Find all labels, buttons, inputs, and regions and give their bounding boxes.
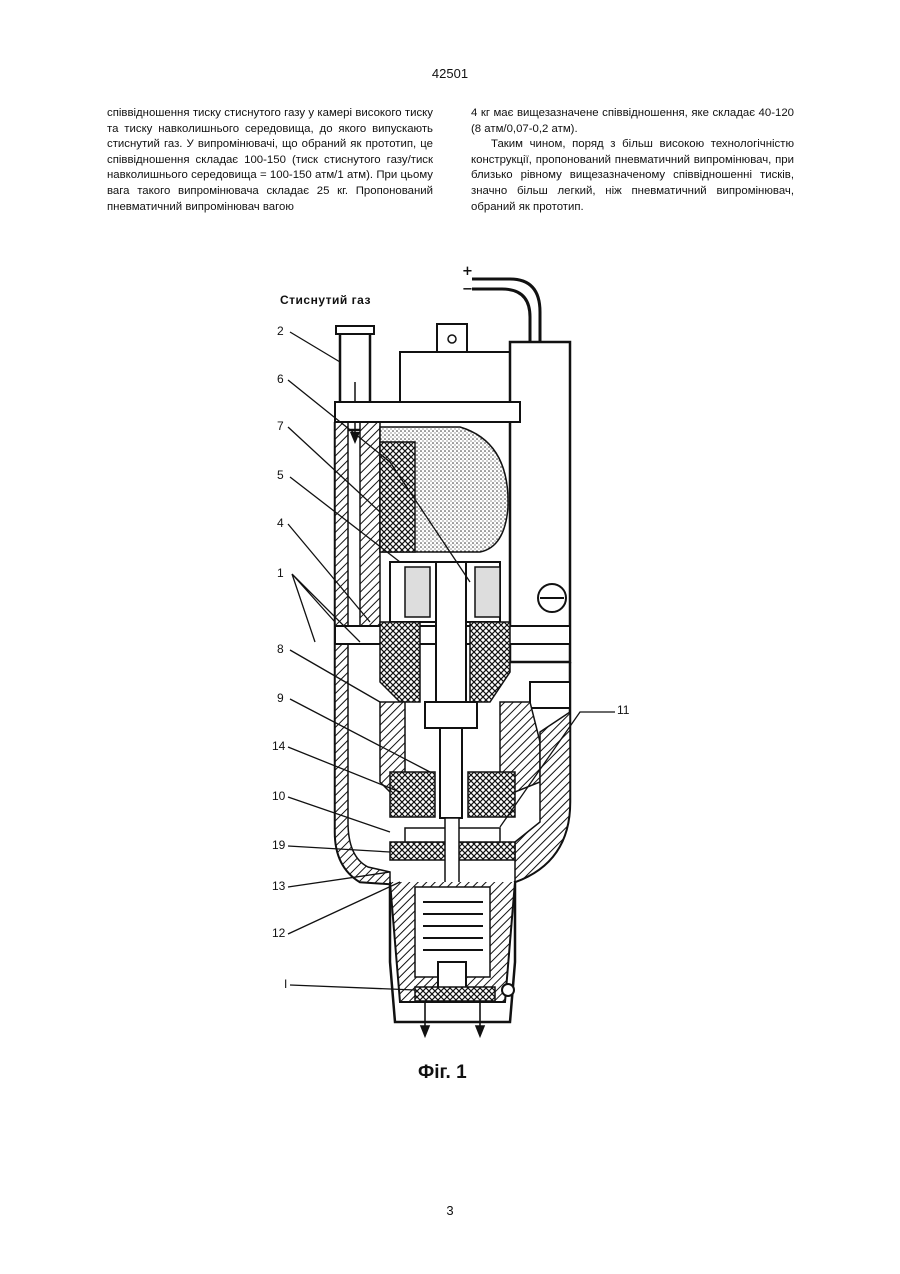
paragraph: 4 кг має вищезазначене співвідношення, я… xyxy=(471,106,794,137)
terminal xyxy=(437,324,467,354)
right-text-column: 4 кг має вищезазначене співвідношення, я… xyxy=(471,106,794,215)
paragraph: Таким чином, поряд з більш високою техно… xyxy=(471,137,794,215)
central-rod xyxy=(436,562,466,712)
coil-housing xyxy=(400,352,520,402)
patent-number: 42501 xyxy=(0,66,900,81)
compressed-gas-label: Стиснутий газ xyxy=(280,293,371,307)
figure-1: Стиснутий газ + − 2 6 7 5 4 1 8 9 14 10 … xyxy=(240,262,640,1102)
label-14: 14 xyxy=(272,739,285,753)
electrical-leads xyxy=(472,279,540,342)
label-13: 13 xyxy=(272,879,285,893)
label-1: 1 xyxy=(277,566,284,580)
label-11: 11 xyxy=(617,703,629,717)
minus-sign: − xyxy=(462,282,473,297)
label-2: 2 xyxy=(277,324,284,338)
label-7: 7 xyxy=(277,419,284,433)
pneumatic-emitter-drawing xyxy=(240,262,640,1102)
label-12: 12 xyxy=(272,926,285,940)
solenoid-side xyxy=(510,342,570,662)
figure-caption: Фіг. 1 xyxy=(418,1062,467,1084)
left-text-column: співвідношення тиску стиснутого газу у к… xyxy=(107,106,433,215)
label-9: 9 xyxy=(277,691,284,705)
page-number: 3 xyxy=(0,1203,900,1218)
label-8: 8 xyxy=(277,642,284,656)
paragraph: співвідношення тиску стиснутого газу у к… xyxy=(107,106,433,215)
label-10: 10 xyxy=(272,789,285,803)
plus-sign: + xyxy=(462,264,473,279)
label-5: 5 xyxy=(277,468,284,482)
label-19: 19 xyxy=(272,838,285,852)
label-4: 4 xyxy=(277,516,284,530)
label-6: 6 xyxy=(277,372,284,386)
label-I: I xyxy=(284,977,287,991)
